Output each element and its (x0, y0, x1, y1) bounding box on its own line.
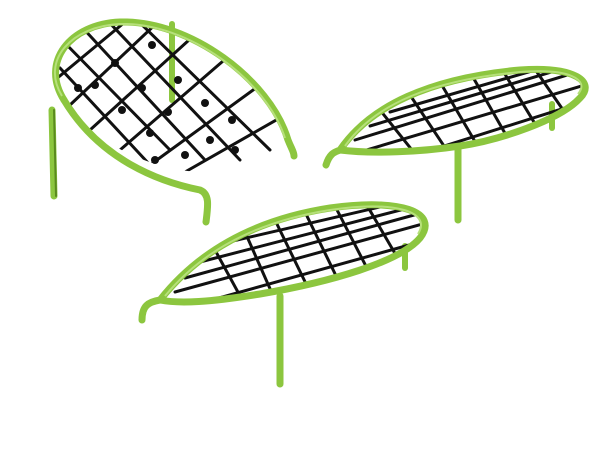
rope-knots (74, 41, 239, 164)
tube-frame (322, 65, 589, 169)
front-low-net (138, 201, 429, 388)
right-low-net (322, 65, 589, 224)
tube-frame (138, 201, 429, 324)
tube-highlight (164, 205, 422, 297)
tall-tilted-net (48, 18, 298, 226)
tube-frame-lower (60, 96, 212, 226)
tube-highlight (344, 70, 583, 147)
leg-shade (53, 109, 57, 197)
rope-net (55, 21, 287, 172)
tube-highlight (54, 22, 286, 139)
leg (48, 106, 58, 200)
